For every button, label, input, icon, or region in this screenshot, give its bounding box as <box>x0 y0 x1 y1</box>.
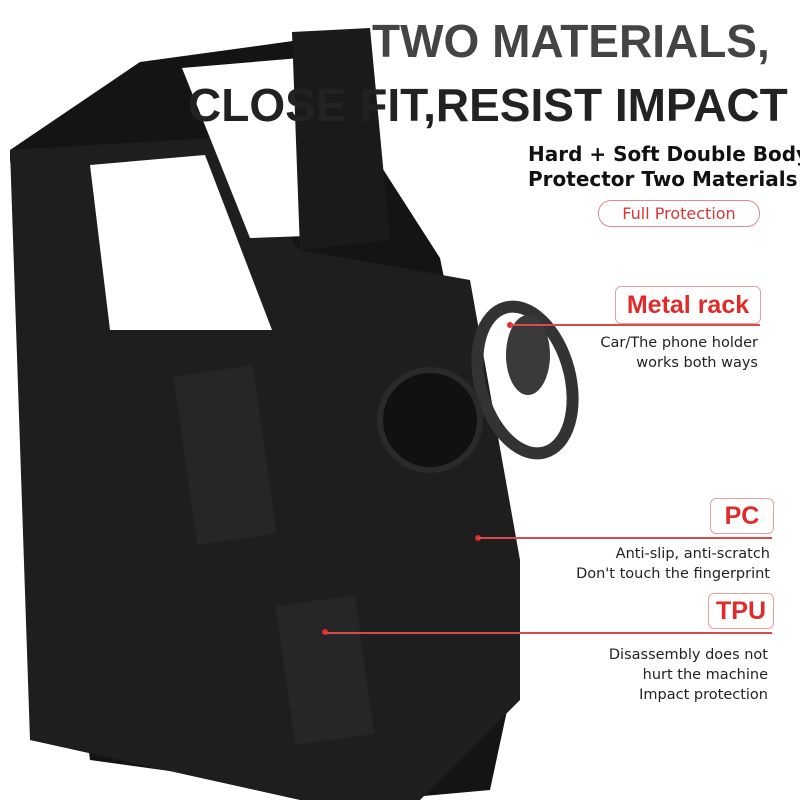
tpu-tag: TPU <box>708 593 774 629</box>
metal-rack-desc: Car/The phone holder works both ways <box>600 333 758 373</box>
subheadline-line1: Hard + Soft Double Body <box>528 142 800 166</box>
headline-line2: CLOSE FIT,RESIST IMPACT <box>188 79 788 131</box>
ring-holder-icon <box>471 300 579 460</box>
tpu-desc: Disassembly does not hurt the machine Im… <box>609 645 768 705</box>
camera-slider <box>292 28 390 250</box>
pc-tag: PC <box>710 498 774 534</box>
desc-line: Car/The phone holder <box>600 335 758 351</box>
subheadline-line2: Protector Two Materials <box>528 167 798 191</box>
metal-rack-tag: Metal rack <box>615 286 761 324</box>
desc-line: works both ways <box>636 355 758 371</box>
headline-line1: TWO MATERIALS, <box>372 15 770 67</box>
full-protection-badge: Full Protection <box>598 200 760 227</box>
ring-hub <box>506 315 550 395</box>
desc-line: Impact protection <box>639 687 768 703</box>
camera-cutout <box>90 155 272 330</box>
desc-line: Don't touch the fingerprint <box>576 566 770 582</box>
callout-line <box>478 537 772 539</box>
desc-line: hurt the machine <box>642 667 768 683</box>
magnet-plate <box>377 367 483 473</box>
texture-pad <box>173 365 277 545</box>
pc-desc: Anti-slip, anti-scratch Don't touch the … <box>576 544 770 584</box>
callout-line <box>510 324 760 326</box>
subheadline: Hard + Soft Double Body Protector Two Ma… <box>528 142 800 192</box>
callout-line <box>325 632 772 634</box>
desc-line: Anti-slip, anti-scratch <box>615 546 770 562</box>
desc-line: Disassembly does not <box>608 647 768 663</box>
